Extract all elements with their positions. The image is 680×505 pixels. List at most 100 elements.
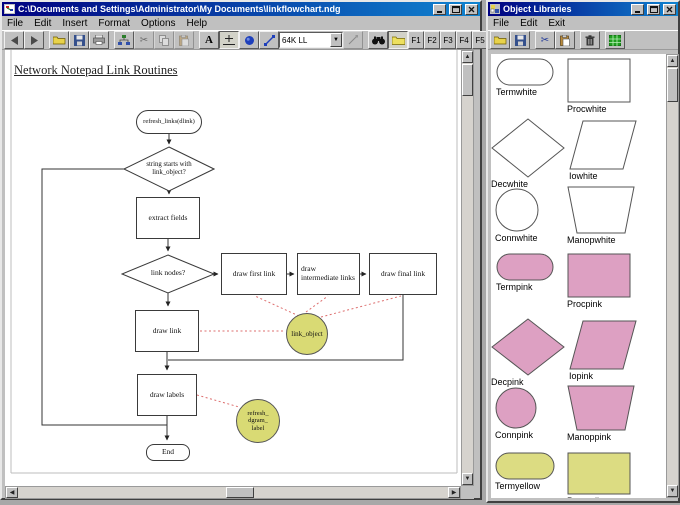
link-icon xyxy=(263,34,275,46)
library-item-label: Decwhite xyxy=(491,179,529,189)
main-vscroll-thumb[interactable] xyxy=(462,64,473,96)
forward-button[interactable] xyxy=(24,31,44,49)
cut-button[interactable]: ✂ xyxy=(134,31,154,49)
diagram-object-button[interactable] xyxy=(114,31,134,49)
library-item-procpink[interactable]: Procpink xyxy=(567,253,631,309)
process-shape xyxy=(567,253,631,298)
library-item-iowhite[interactable]: Iowhite xyxy=(569,120,637,181)
node-decision-string-starts-shape[interactable] xyxy=(123,146,215,192)
main-hscroll-thumb[interactable] xyxy=(226,487,254,498)
close-button[interactable] xyxy=(465,3,478,15)
library-save-button[interactable] xyxy=(510,31,530,49)
menu-item-insert[interactable]: Insert xyxy=(62,17,88,29)
f1-button[interactable]: F1 xyxy=(408,31,424,49)
library-minimize-button[interactable] xyxy=(631,3,644,15)
library-item-label: Decpink xyxy=(491,377,524,387)
library-menu-item-exit[interactable]: Exit xyxy=(548,17,566,29)
library-vscrollbar[interactable]: ▲ ▼ xyxy=(666,54,679,498)
terminator-shape xyxy=(496,253,554,281)
library-item-manopwhite[interactable]: Manopwhite xyxy=(567,186,635,245)
main-hscroll-right-button[interactable]: ▶ xyxy=(448,487,460,498)
node-decision-link-nodes[interactable]: link nodes? xyxy=(150,268,186,278)
f4-button[interactable]: F4 xyxy=(456,31,472,49)
app-icon xyxy=(4,4,15,14)
open-folder-icon xyxy=(493,36,506,45)
crosshair-tool-button[interactable] xyxy=(219,31,239,49)
node-draw-labels[interactable]: draw labels xyxy=(137,374,197,416)
library-menu-item-edit[interactable]: Edit xyxy=(520,17,538,29)
node-draw-intermediate-links[interactable]: draw intermediate links xyxy=(297,253,360,295)
node-refresh-dgram-label-annotation[interactable]: refresh_ dgram_ label xyxy=(236,399,280,443)
node-start-terminator[interactable]: refresh_links(dlink) xyxy=(136,110,202,134)
library-item-connpink[interactable]: Connpink xyxy=(495,387,537,440)
print-button[interactable] xyxy=(89,31,109,49)
menu-item-help[interactable]: Help xyxy=(186,17,208,29)
connector-shape xyxy=(495,188,539,232)
node-link-object-annotation[interactable]: link_object xyxy=(286,313,328,355)
main-vscroll-up-button[interactable]: ▲ xyxy=(462,51,473,63)
library-vscroll-down-button[interactable]: ▼ xyxy=(667,485,678,497)
window-title: C:\Documents and Settings\Administrator\… xyxy=(18,4,341,14)
library-open-button[interactable] xyxy=(490,31,510,49)
library-item-decpink[interactable]: Decpink xyxy=(491,318,565,387)
library-item-decwhite[interactable]: Decwhite xyxy=(491,118,565,189)
menu-item-format[interactable]: Format xyxy=(98,17,131,29)
node-end-terminator[interactable]: End xyxy=(146,444,190,461)
library-maximize-button[interactable] xyxy=(647,3,660,15)
node-extract-fields[interactable]: extract fields xyxy=(136,197,200,239)
open-button[interactable] xyxy=(49,31,69,49)
menu-item-file[interactable]: File xyxy=(7,17,24,29)
library-close-button[interactable] xyxy=(663,3,676,15)
library-grid-button[interactable] xyxy=(605,31,625,49)
library-toggle-button[interactable] xyxy=(388,31,408,49)
copy-button[interactable] xyxy=(154,31,174,49)
library-paste-button[interactable] xyxy=(555,31,575,49)
link-tool-button[interactable] xyxy=(259,31,279,49)
library-item-procwhite[interactable]: Procwhite xyxy=(567,58,631,114)
library-vscroll-thumb[interactable] xyxy=(667,68,678,102)
library-item-procyellow[interactable]: Procyellow xyxy=(567,452,631,498)
main-hscroll-left-button[interactable]: ◀ xyxy=(6,487,18,498)
main-titlebar[interactable]: C:\Documents and Settings\Administrator\… xyxy=(2,2,480,16)
main-vscrollbar[interactable]: ▲ ▼ xyxy=(461,50,474,486)
library-titlebar[interactable]: Object Libraries xyxy=(488,2,678,16)
library-item-termyellow[interactable]: Termyellow xyxy=(495,452,555,491)
library-delete-button[interactable] xyxy=(580,31,600,49)
node-draw-first-link[interactable]: draw first link xyxy=(221,253,287,295)
maximize-button[interactable] xyxy=(449,3,462,15)
main-hscrollbar[interactable]: ◀ ▶ xyxy=(5,486,461,499)
node-draw-final-link[interactable]: draw final link xyxy=(369,253,437,295)
library-item-label: Termpink xyxy=(496,282,533,292)
f2-button[interactable]: F2 xyxy=(424,31,440,49)
diagram-heading[interactable]: Network Notepad Link Routines xyxy=(14,63,178,77)
back-icon xyxy=(10,35,18,45)
library-item-connwhite[interactable]: Connwhite xyxy=(495,188,539,243)
library-item-manoppink[interactable]: Manoppink xyxy=(567,385,635,442)
back-button[interactable] xyxy=(4,31,24,49)
find-button[interactable] xyxy=(368,31,388,49)
library-cut-button[interactable]: ✂ xyxy=(535,31,555,49)
menu-item-edit[interactable]: Edit xyxy=(34,17,52,29)
f3-button[interactable]: F3 xyxy=(440,31,456,49)
node-decision-string-starts[interactable]: string starts with link_object? xyxy=(146,161,192,176)
node-decision-link-nodes-shape[interactable] xyxy=(121,254,215,294)
library-item-iopink[interactable]: Iopink xyxy=(569,320,637,381)
diagram-canvas[interactable]: Network Notepad Link Routines xyxy=(5,50,461,486)
text-tool-button[interactable]: A xyxy=(199,31,219,49)
save-button[interactable] xyxy=(69,31,89,49)
dropdown-arrow-icon[interactable]: ▼ xyxy=(330,33,342,47)
node-tool-button[interactable] xyxy=(239,31,259,49)
library-menu-item-file[interactable]: File xyxy=(493,17,510,29)
library-vscroll-up-button[interactable]: ▲ xyxy=(667,55,678,67)
crosshair-icon xyxy=(223,34,235,45)
link-type-select[interactable]: 64K LL ▼ xyxy=(279,32,343,48)
menu-item-options[interactable]: Options xyxy=(141,17,176,29)
save-icon xyxy=(73,34,85,46)
paste-button[interactable] xyxy=(174,31,194,49)
link-style-button[interactable] xyxy=(343,31,363,49)
library-item-termwhite[interactable]: Termwhite xyxy=(496,58,554,97)
node-draw-link[interactable]: draw link xyxy=(135,310,199,352)
main-vscroll-down-button[interactable]: ▼ xyxy=(462,473,473,485)
minimize-button[interactable] xyxy=(433,3,446,15)
library-item-termpink[interactable]: Termpink xyxy=(496,253,554,292)
